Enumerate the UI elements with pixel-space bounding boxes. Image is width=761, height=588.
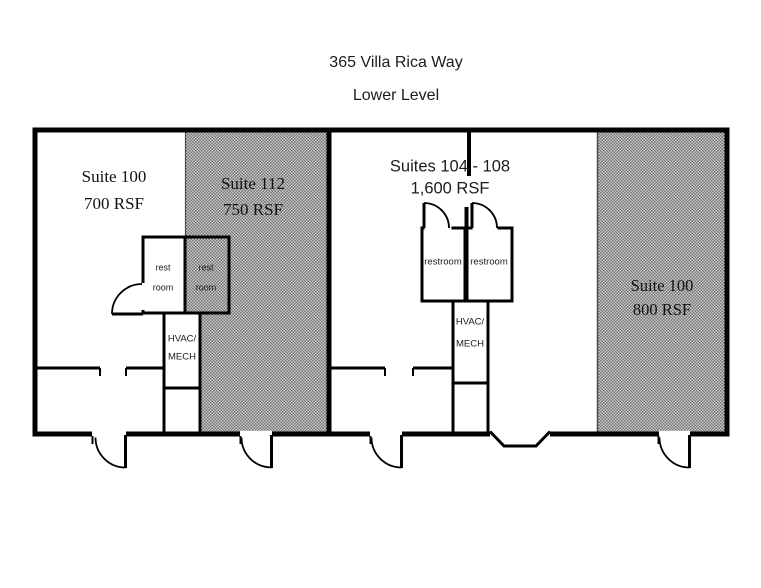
suite-west-area: 700 RSF [84, 194, 144, 213]
restroom-middle-left-label: restroom [424, 257, 462, 268]
opening-restroom-middle-left [424, 225, 452, 231]
suite-east-name: Suite 100 [631, 276, 694, 295]
opening-main-entry [490, 430, 550, 441]
suites-middle-area: 1,600 RSF [411, 179, 490, 197]
entry-vestibule [488, 430, 552, 448]
hvac-west-label-1: HVAC/ [168, 334, 197, 345]
door-arc-restroom-middle-right [471, 202, 498, 229]
restroom-middle-right [465, 226, 514, 303]
door-arc-restroom-middle-left [423, 202, 450, 229]
page-title: 365 Villa Rica Way [329, 54, 462, 71]
suite-west-name: Suite 100 [82, 167, 147, 186]
restroom-west-left-label-2: room [153, 282, 174, 292]
restroom-west-right-label-2: room [196, 282, 217, 292]
restroom-west-left [141, 235, 187, 315]
door-arc-suite112-exit [240, 437, 272, 469]
suite-100-east-shaded-area [597, 132, 727, 434]
hvac-middle-label-2: MECH [456, 339, 484, 350]
opening-east-exit [659, 430, 690, 441]
restroom-west-right [183, 235, 231, 315]
suites-middle-name: Suites 104 - 108 [390, 157, 510, 175]
restroom-middle-right-label: restroom [470, 257, 508, 268]
door-arc-middle-exit [370, 437, 402, 469]
suite-112-name: Suite 112 [221, 174, 285, 193]
opening-middle-exit [370, 430, 402, 441]
restroom-west-left-label-1: rest [155, 262, 171, 272]
door-arc-restroom-west [111, 283, 143, 315]
hvac-middle-label-1: HVAC/ [456, 317, 485, 328]
restroom-middle-left [420, 226, 467, 303]
page-subtitle: Lower Level [353, 87, 439, 104]
restroom-west-right-label-1: rest [198, 262, 214, 272]
opening-west-exit [92, 430, 126, 441]
suite-112-area: 750 RSF [223, 200, 283, 219]
door-arc-west-exit [94, 437, 126, 469]
hvac-west-label-2: MECH [168, 352, 196, 363]
hvac-chase-west-fill [164, 314, 200, 434]
opening-restroom-west [140, 283, 146, 310]
door-arc-east-exit [658, 437, 690, 469]
opening-suite112-exit [240, 430, 272, 441]
opening-restroom-middle-right [472, 225, 498, 231]
suite-east-area: 800 RSF [633, 300, 691, 319]
